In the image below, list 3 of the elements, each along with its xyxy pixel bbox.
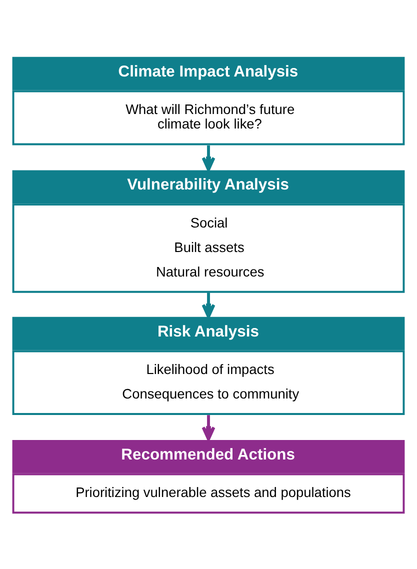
arrow	[202, 292, 216, 318]
arrow	[202, 144, 216, 171]
arrow	[202, 414, 216, 440]
